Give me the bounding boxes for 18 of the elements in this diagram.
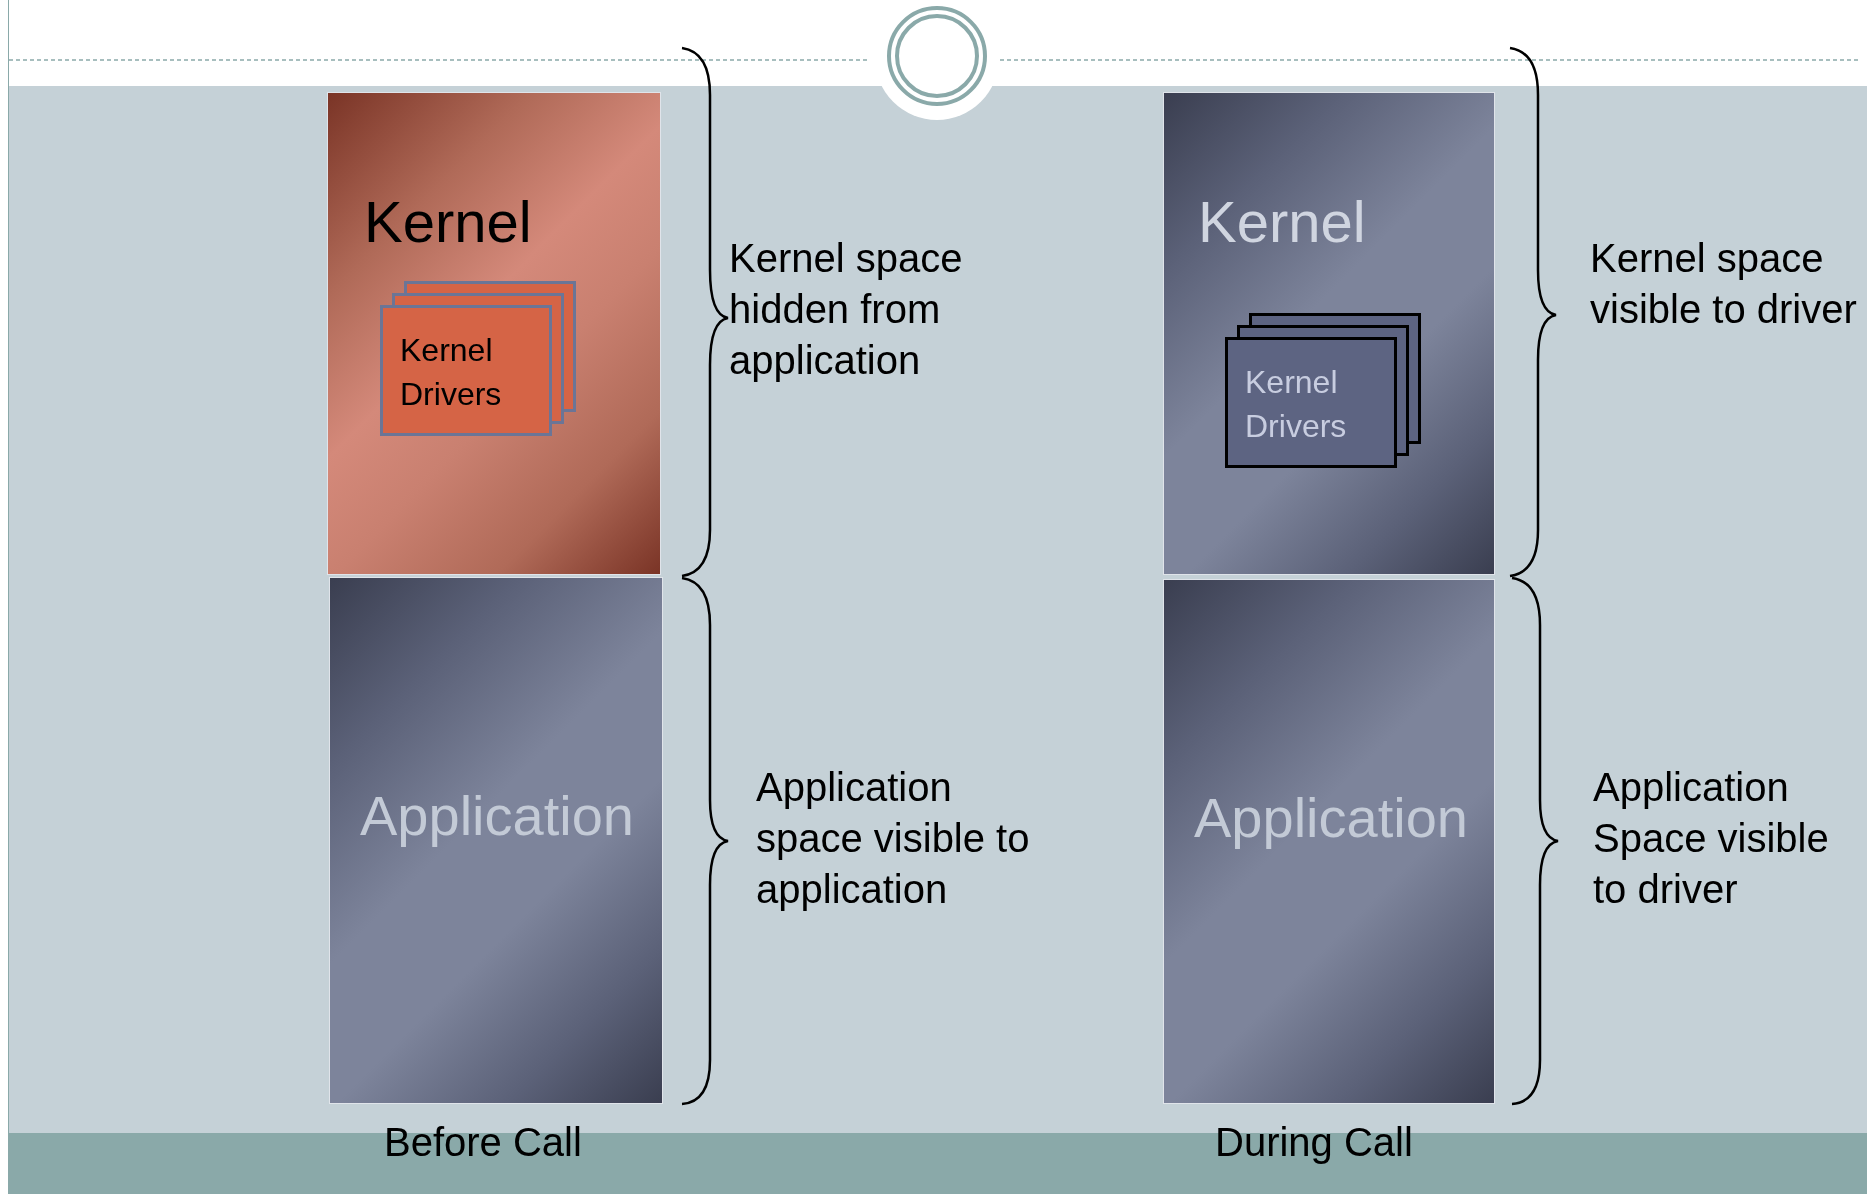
driver-stack [1225,313,1421,468]
application-region [1163,579,1495,1104]
region-title: Kernel [1198,188,1366,255]
brace-label: Kernel space visible to driver [1590,235,1858,333]
kernel-region [1163,92,1495,575]
brace-label: Application space visible to application [756,764,1031,913]
region-title: Application [1194,785,1468,850]
stack-label: Kernel Drivers [400,331,503,414]
brace-label: Application Space visible to driver [1593,764,1830,913]
brace-label: Kernel space hidden from application [729,235,964,384]
region-title: Kernel [364,188,532,255]
caption-label: During Call [1215,1119,1414,1166]
kernel-region [327,92,661,575]
application-region [329,577,663,1104]
region-title: Application [360,783,634,848]
driver-stack [380,281,576,436]
caption-label: Before Call [384,1119,583,1166]
stack-label: Kernel Drivers [1245,363,1348,446]
